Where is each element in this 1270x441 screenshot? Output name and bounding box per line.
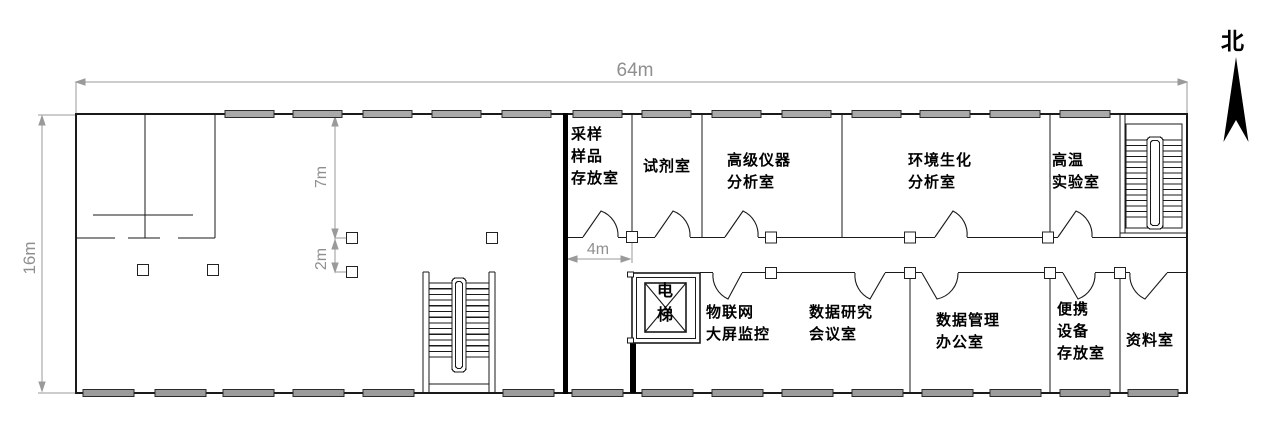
- room-label-data-management-office: 数据管理 办公室: [936, 312, 1001, 351]
- room-label-sampling-sample-storage: 采样 样品 存放室: [571, 126, 620, 187]
- room-label-reagent-room: 试剂室: [643, 158, 692, 175]
- dim-first-room-width: 4m: [586, 241, 610, 258]
- dim-building-width: 64m: [616, 60, 654, 81]
- dim-building-depth: 16m: [20, 241, 39, 275]
- dimension-lines: [38, 78, 1189, 394]
- staircase-southwest-icon: [422, 271, 496, 392]
- room-label-data-research-meeting-room: 数据研究 会议室: [809, 304, 874, 343]
- room-label-environmental-biochemical-analysis: 环境生化 分析室: [908, 152, 973, 191]
- dim-room-depth: 7m: [313, 165, 330, 189]
- solid-walls: [563, 113, 636, 394]
- elevator-icon: [627, 271, 701, 344]
- north-arrow-icon: [1223, 57, 1249, 142]
- windows-bottom: [82, 389, 1179, 397]
- door-swings: [582, 210, 1168, 300]
- room-label-archive-room: 资料室: [1126, 332, 1175, 349]
- room-label-iot-big-screen-monitoring: 物联网 大屏监控: [706, 304, 771, 343]
- windows-top: [224, 110, 1111, 118]
- staircase-northeast-icon: [1119, 115, 1188, 237]
- room-label-advanced-instrument-analysis: 高级仪器 分析室: [727, 152, 792, 191]
- column-markers: [136, 230, 1127, 280]
- room-label-high-temperature-lab: 高温 实验室: [1052, 152, 1101, 191]
- north-label: 北: [1221, 28, 1244, 54]
- room-label-portable-equipment-storage: 便携 设备 存放室: [1057, 301, 1106, 362]
- dim-corridor-width: 2m: [313, 247, 330, 271]
- elevator-label: 电 梯: [657, 283, 674, 324]
